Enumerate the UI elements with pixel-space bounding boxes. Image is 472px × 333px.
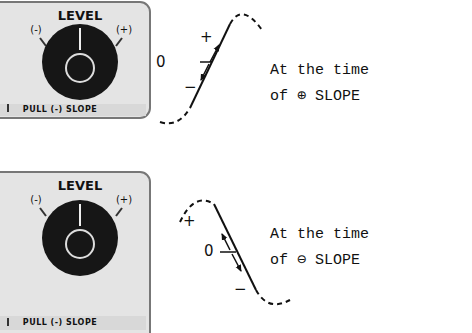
plus-mark: (+): [116, 194, 132, 205]
zero-level: 0: [156, 53, 166, 71]
plus-mark: (+): [116, 24, 132, 35]
knob-label: LEVEL: [58, 8, 102, 23]
plus-sign: +: [183, 212, 196, 230]
panel-1: [0, 2, 150, 118]
slope-note: At the time of ⊕ SLOPE: [270, 58, 388, 110]
positive-slope-wave: [160, 14, 262, 123]
minus-mark: (-): [30, 194, 41, 205]
zero-level: 0: [204, 242, 214, 260]
knob-label: LEVEL: [58, 178, 102, 193]
minus-mark: (-): [30, 24, 41, 35]
slope-note: At the time of ⊖ SLOPE: [270, 222, 388, 274]
pull-slope-label: PULL (-) SLOPE: [23, 318, 97, 327]
plus-sign: +: [200, 28, 213, 46]
minus-sign: −: [184, 78, 197, 96]
control-panel: LEVEL (-) (+) PULL (-) SLOPE: [0, 2, 150, 118]
panel-2: [0, 172, 150, 333]
pull-slope-label: PULL (-) SLOPE: [23, 105, 97, 114]
control-panel: LEVEL (-) (+) PULL (-) SLOPE: [0, 172, 150, 332]
minus-sign: −: [234, 280, 247, 298]
